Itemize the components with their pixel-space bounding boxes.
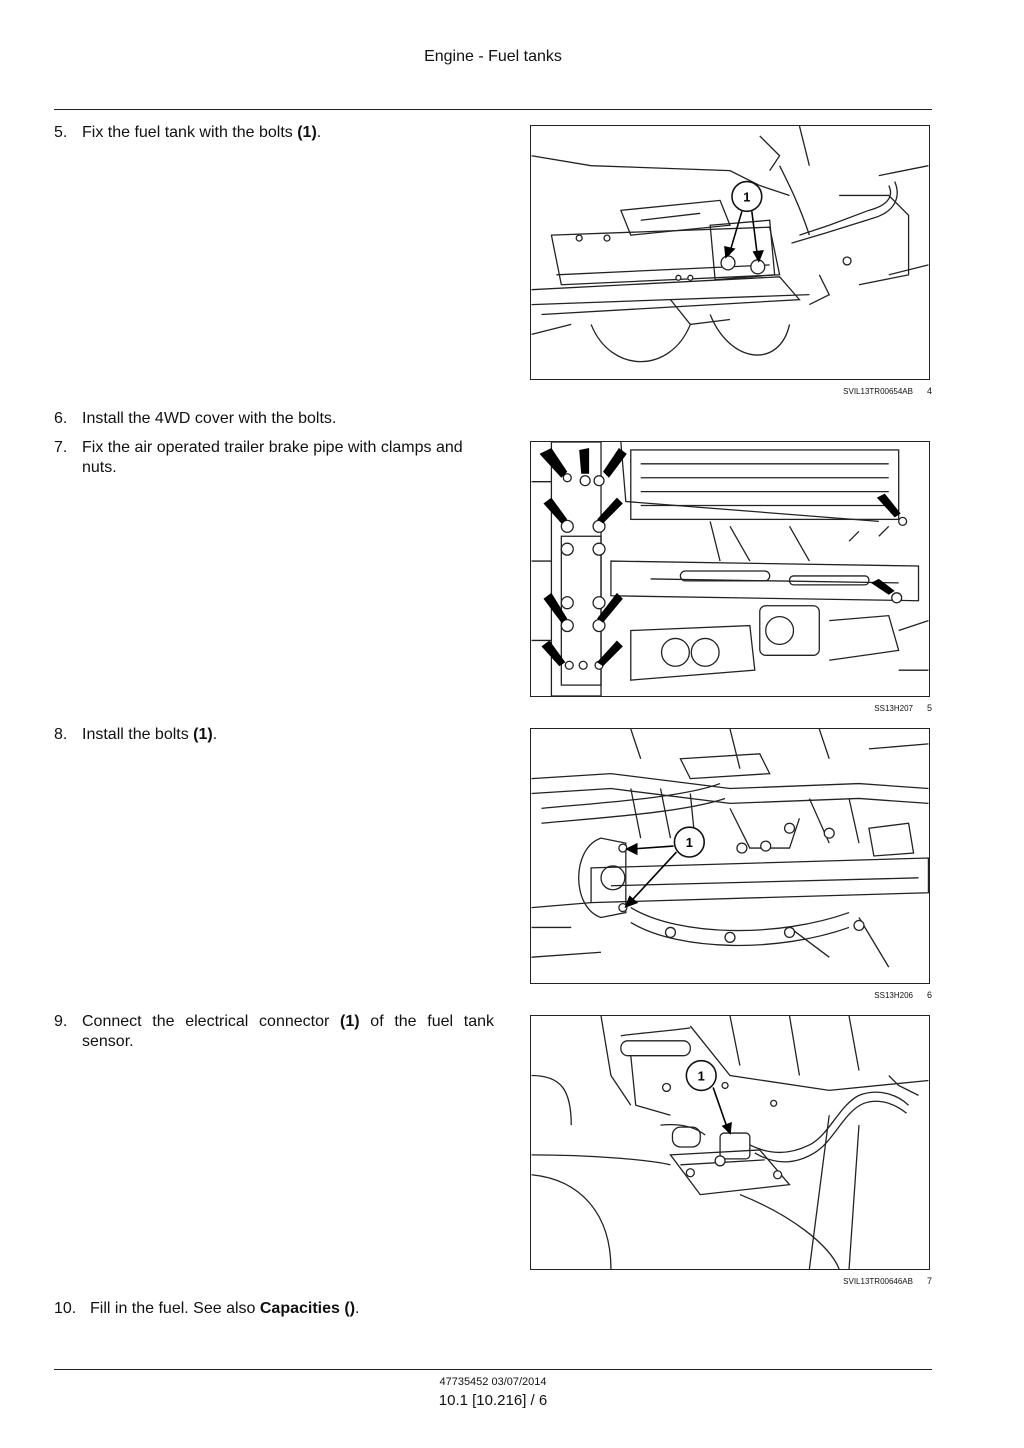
step-5: 5. Fix the fuel tank with the bolts (1).	[54, 123, 494, 143]
step-10: 10. Fill in the fuel. See also Capacitie…	[54, 1299, 494, 1319]
step-number: 10.	[54, 1300, 77, 1317]
figure-id: SS13H207	[874, 704, 913, 713]
callout-1: 1	[673, 826, 705, 858]
figure-7-caption: SVIL13TR00646AB 7	[530, 1276, 932, 1286]
step-text: Fix the fuel tank with the bolts (1).	[82, 124, 322, 141]
step-number: 7.	[54, 439, 68, 456]
step-text: Install the 4WD cover with the bolts.	[82, 410, 337, 427]
header-divider	[54, 109, 932, 110]
svg-text:1: 1	[743, 189, 750, 204]
footer-page-number: 10.1 [10.216] / 6	[438, 1392, 548, 1409]
step-text: Fix the air operated trailer brake pipe …	[82, 439, 463, 476]
fuel-tank-bolts-illustration: 1	[531, 126, 929, 363]
step-text: Install the bolts (1).	[82, 726, 218, 743]
figure-5-caption: SS13H207 5	[530, 703, 932, 713]
step-number: 9.	[54, 1013, 68, 1030]
figure-number: 5	[926, 703, 932, 713]
step-9: 9. Connect the electrical connector (1) …	[54, 1012, 494, 1052]
step-number: 8.	[54, 726, 68, 743]
reference-callout: (1)	[297, 124, 317, 141]
step-8: 8. Install the bolts (1).	[54, 725, 494, 745]
figure-number: 4	[926, 386, 932, 396]
footer-divider	[54, 1369, 932, 1370]
callout-1: 1	[685, 1059, 717, 1092]
install-bolts-illustration: 1	[531, 729, 929, 968]
step-text: Connect the electrical connector (1) of …	[82, 1013, 495, 1050]
figure-4-caption: SVIL13TR00654AB 4	[530, 386, 932, 396]
step-number: 6.	[54, 410, 68, 427]
step-text: Fill in the fuel. See also Capacities ()…	[90, 1300, 360, 1317]
figure-id: SVIL13TR00654AB	[843, 387, 913, 396]
step-6: 6. Install the 4WD cover with the bolts.	[54, 409, 494, 429]
figure-fuel-tank-bolts: 1	[530, 125, 930, 380]
cross-reference-link[interactable]: Capacities ()	[259, 1300, 356, 1317]
step-number: 5.	[54, 124, 68, 141]
footer-document-id: 47735452 03/07/2014	[439, 1376, 547, 1388]
step-7: 7. Fix the air operated trailer brake pi…	[54, 438, 494, 478]
figure-install-bolts: 1	[530, 728, 930, 984]
figure-number: 6	[926, 990, 932, 1000]
figure-id: SVIL13TR00646AB	[843, 1277, 913, 1286]
callout-1: 1	[731, 180, 763, 213]
svg-text:1: 1	[698, 1068, 705, 1083]
figure-number: 7	[926, 1276, 932, 1286]
figure-trailer-brake-pipe	[530, 441, 930, 697]
reference-callout: (1)	[193, 726, 213, 743]
electrical-connector-illustration: 1	[531, 1016, 929, 1269]
figure-6-caption: SS13H206 6	[530, 990, 932, 1000]
svg-text:1: 1	[686, 835, 693, 850]
figure-electrical-connector: 1	[530, 1015, 930, 1270]
page-header-title: Engine - Fuel tanks	[424, 48, 562, 65]
trailer-brake-pipe-illustration	[531, 442, 929, 696]
reference-callout: (1)	[340, 1013, 360, 1030]
figure-id: SS13H206	[874, 991, 913, 1000]
